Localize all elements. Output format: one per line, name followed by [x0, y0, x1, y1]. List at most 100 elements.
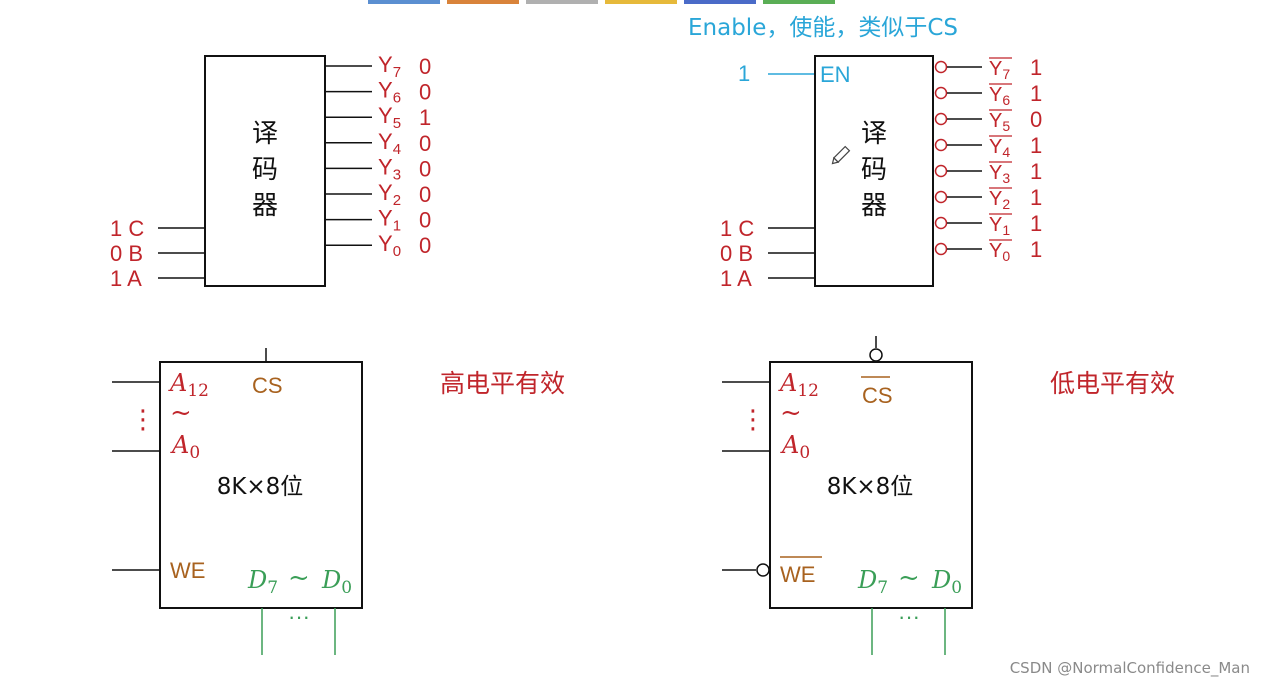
memory-left-tilde: ~	[170, 398, 192, 428]
decoder-right-output-y2: Y2	[989, 188, 1010, 212]
decoder-left-output-y5: Y5	[378, 103, 401, 132]
enable-label: EN	[820, 62, 851, 87]
decoder-left-inputs: 1 C0 B1 A	[110, 216, 205, 291]
memory-left-data-tilde: ~	[288, 563, 310, 593]
memory-left-box	[159, 361, 363, 609]
memory-right-data-dots: ···	[898, 604, 920, 629]
memory-right-we-bubble	[756, 563, 770, 577]
decoder-right-output-y1: Y1	[989, 214, 1010, 238]
memory-left-data-hi: D7	[247, 566, 278, 598]
decoder-right-output-bubble	[934, 190, 948, 204]
decoder-right-output-y3: Y3	[989, 162, 1010, 186]
memory-left-size: 8K×8位	[217, 474, 304, 500]
enable-caption: Enable，使能，类似于CS	[688, 15, 958, 41]
decoder-right-output-y4: Y4	[989, 136, 1010, 160]
decoder-right-output-y0: Y0	[989, 240, 1010, 264]
decoder-left-output-y3: Y3	[378, 154, 401, 183]
decoder-right-output-bubble	[934, 138, 948, 152]
decoder-right-output-bubble	[934, 86, 948, 100]
decoder-right-output-bubble	[934, 112, 948, 126]
memory-right-data-hi: D7	[857, 566, 888, 598]
memory-left-note: 高电平有效	[440, 369, 565, 398]
enable-value: 1	[738, 61, 750, 86]
decoder-right-char-3: 器	[861, 191, 887, 221]
memory-left-data-lo: D0	[321, 566, 352, 598]
memory-left-addr-lo: A0	[170, 431, 200, 463]
decoder-left-output-value: 1	[419, 105, 431, 130]
top-strip-segment	[447, 0, 519, 4]
memory-right-addr-dots: ⋮	[740, 405, 766, 435]
memory-right-box	[769, 361, 973, 609]
top-strip-segment	[368, 0, 440, 4]
decoder-left-output-y2: Y2	[378, 180, 401, 209]
memory-right-cs-bubble	[869, 348, 883, 362]
decoder-right-output-y7: Y7	[989, 58, 1010, 82]
memory-right-tilde: ~	[780, 398, 802, 428]
memory-right-addr-lo: A0	[780, 431, 810, 463]
decoder-left-output-y6: Y6	[378, 78, 401, 107]
decoder-left-output-y1: Y1	[378, 206, 401, 235]
decoder-left-output-y0: Y0	[378, 231, 401, 260]
decoder-right-output-y5: Y5	[989, 110, 1010, 134]
decoder-left-output-value: 0	[419, 182, 431, 207]
memory-right-data-tilde: ~	[898, 563, 920, 593]
decoder-left-output-value: 0	[419, 156, 431, 181]
decoder-right-output-value: 1	[1030, 81, 1042, 106]
memory-left: ⋮ A12 ~ A0 CS 8K×8位 WE D7 ~ D0 ··· 高电平有效	[112, 348, 565, 655]
top-strip-segment	[684, 0, 756, 4]
memory-right-size: 8K×8位	[827, 474, 914, 500]
decoder-right-output-value: 1	[1030, 55, 1042, 80]
decoder-right-input-c: 1 C	[720, 216, 754, 241]
top-strip-segment	[605, 0, 677, 4]
decoder-right-output-bubble	[934, 242, 948, 256]
decoder-right-input-a: 1 A	[720, 266, 752, 291]
decoder-right-output-y6: Y6	[989, 84, 1010, 108]
watermark: CSDN @NormalConfidence_Man	[1010, 659, 1250, 678]
decoder-left-input-b: 0 B	[110, 241, 143, 266]
decoder-left-char-2: 码	[252, 155, 278, 185]
decoder-right-output-bubble	[934, 164, 948, 178]
decoder-right-inputs: 1 C0 B1 A	[720, 216, 815, 291]
memory-right-note: 低电平有效	[1050, 369, 1175, 398]
decoder-left-box	[204, 55, 326, 287]
memory-right: ⋮ A12 ~ A0 CS 8K×8位 WE D7 ~ D0 ··· 低电平有效	[722, 336, 1175, 655]
decoder-right-char-1: 译	[861, 119, 887, 149]
decoder-left-output-value: 0	[419, 131, 431, 156]
memory-right-addr-hi: A12	[778, 369, 819, 401]
memory-left-we: WE	[170, 558, 205, 583]
memory-right-cs: CS	[862, 383, 893, 408]
decoder-right-box	[814, 55, 934, 287]
decoder-right-output-value: 1	[1030, 185, 1042, 210]
memory-right-we: WE	[780, 562, 815, 587]
decoder-right-output-value: 1	[1030, 237, 1042, 262]
memory-left-addr-hi: A12	[168, 369, 209, 401]
top-strip-segment	[763, 0, 835, 4]
top-strip-segment	[526, 0, 598, 4]
decoder-left-char-1: 译	[252, 119, 278, 149]
decoder-right-output-value: 1	[1030, 159, 1042, 184]
pencil-icon	[831, 145, 851, 165]
decoder-right-output-value: 0	[1030, 107, 1042, 132]
decoder-left-output-value: 0	[419, 233, 431, 258]
decoder-right-output-bubble	[934, 216, 948, 230]
decoder-left-char-3: 器	[252, 191, 278, 221]
decoder-left-output-value: 0	[419, 80, 431, 105]
decoder-left-output-value: 0	[419, 54, 431, 79]
decoder-right-output-bubble	[934, 60, 948, 74]
memory-left-addr-dots: ⋮	[130, 405, 156, 435]
memory-left-data-dots: ···	[288, 604, 310, 629]
decoder-right-output-value: 1	[1030, 133, 1042, 158]
memory-right-data-lo: D0	[931, 566, 962, 598]
decoder-left-input-a: 1 A	[110, 266, 142, 291]
decoder-left-output-value: 0	[419, 208, 431, 233]
decoder-right-input-b: 0 B	[720, 241, 753, 266]
decoder-left-input-c: 1 C	[110, 216, 144, 241]
top-color-strip	[368, 0, 835, 4]
decoder-left-output-y7: Y7	[378, 52, 401, 81]
decoder-left-output-y4: Y4	[378, 129, 401, 158]
